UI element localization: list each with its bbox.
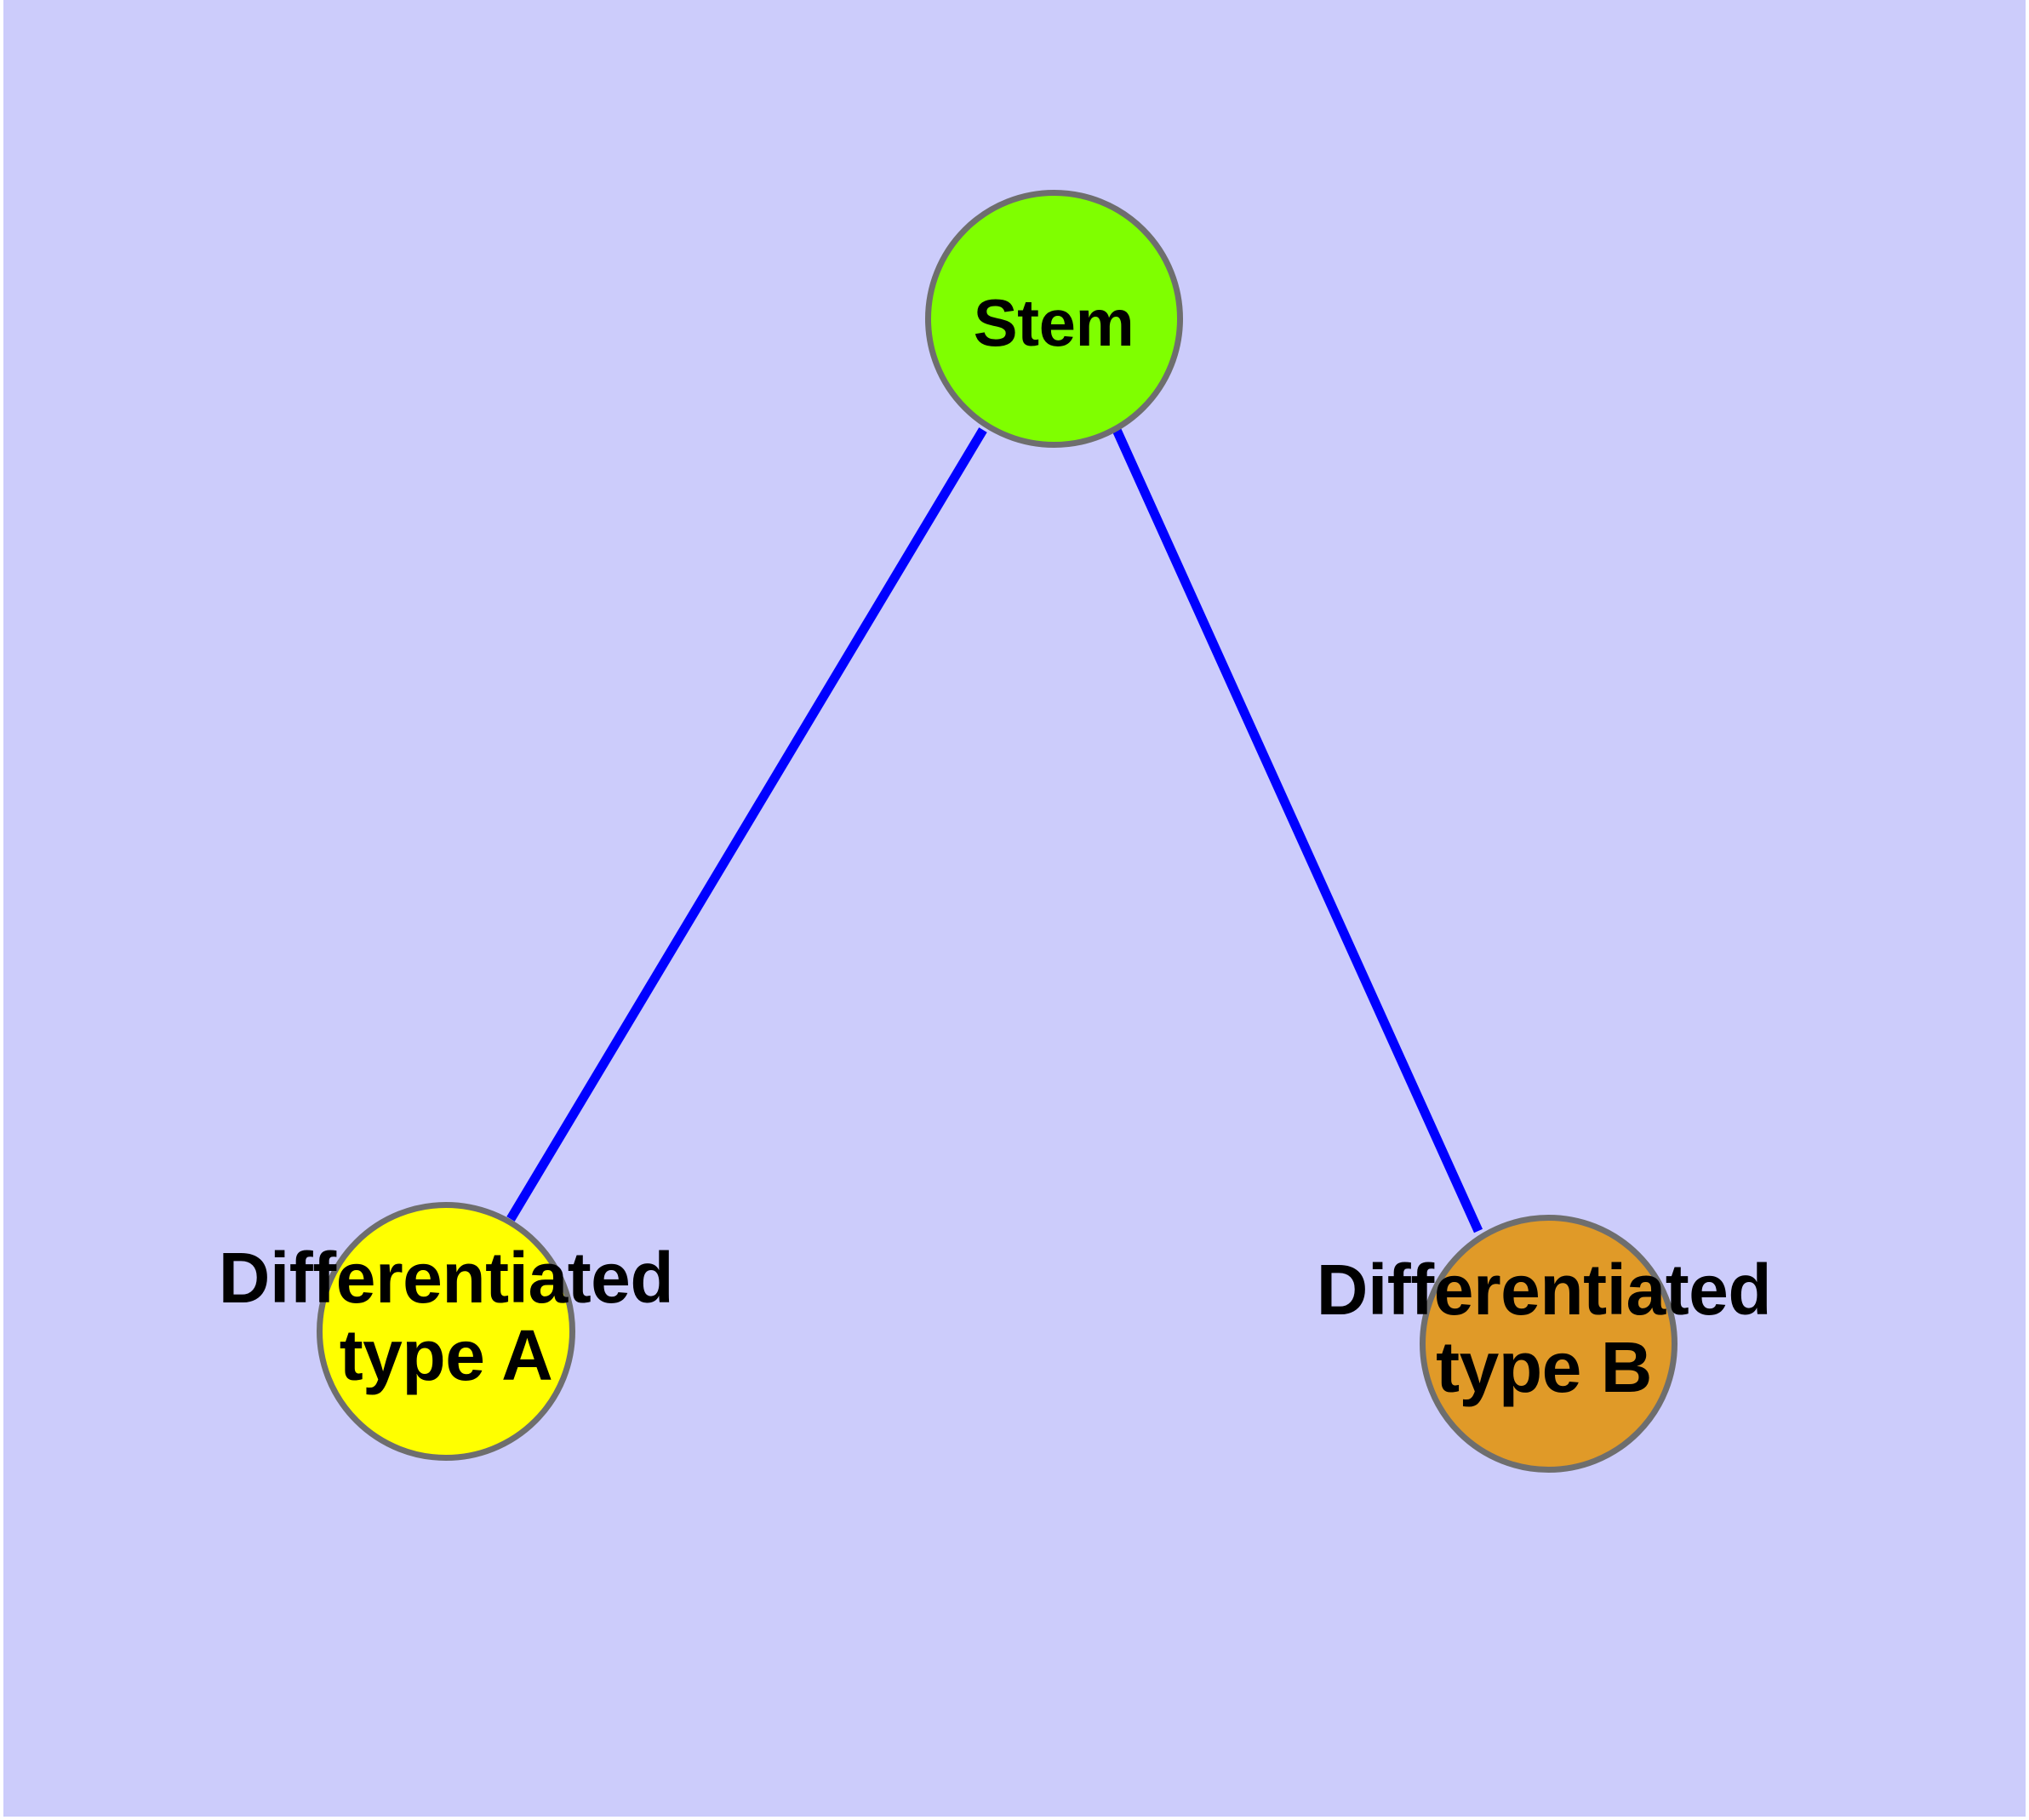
node-label-differentiated-type-b-line-1: Differentiated bbox=[1316, 1250, 1772, 1330]
node-label-stem-line-1: Stem bbox=[973, 285, 1135, 360]
node-label-differentiated-type-b: Differentiated type B bbox=[1203, 1251, 1884, 1405]
node-label-differentiated-type-a-line-2: type A bbox=[339, 1314, 553, 1395]
edge-stem-to-differentiated-type-a bbox=[506, 427, 987, 1222]
node-differentiated-type-a[interactable] bbox=[317, 1202, 575, 1461]
node-label-differentiated-type-a-line-1: Differentiated bbox=[218, 1238, 674, 1318]
node-differentiated-type-b[interactable] bbox=[1420, 1215, 1677, 1473]
node-label-differentiated-type-b-line-2: type B bbox=[1436, 1326, 1652, 1407]
edge-layer bbox=[506, 427, 1483, 1233]
node-label-stem: Stem bbox=[798, 287, 1309, 358]
edge-stem-to-differentiated-type-b bbox=[1112, 427, 1483, 1233]
node-label-differentiated-type-a: Differentiated type A bbox=[106, 1239, 786, 1394]
node-stem[interactable] bbox=[925, 190, 1183, 448]
diagram-plot-area: Stem Differentiated type A Differentiate… bbox=[3, 0, 2026, 1817]
